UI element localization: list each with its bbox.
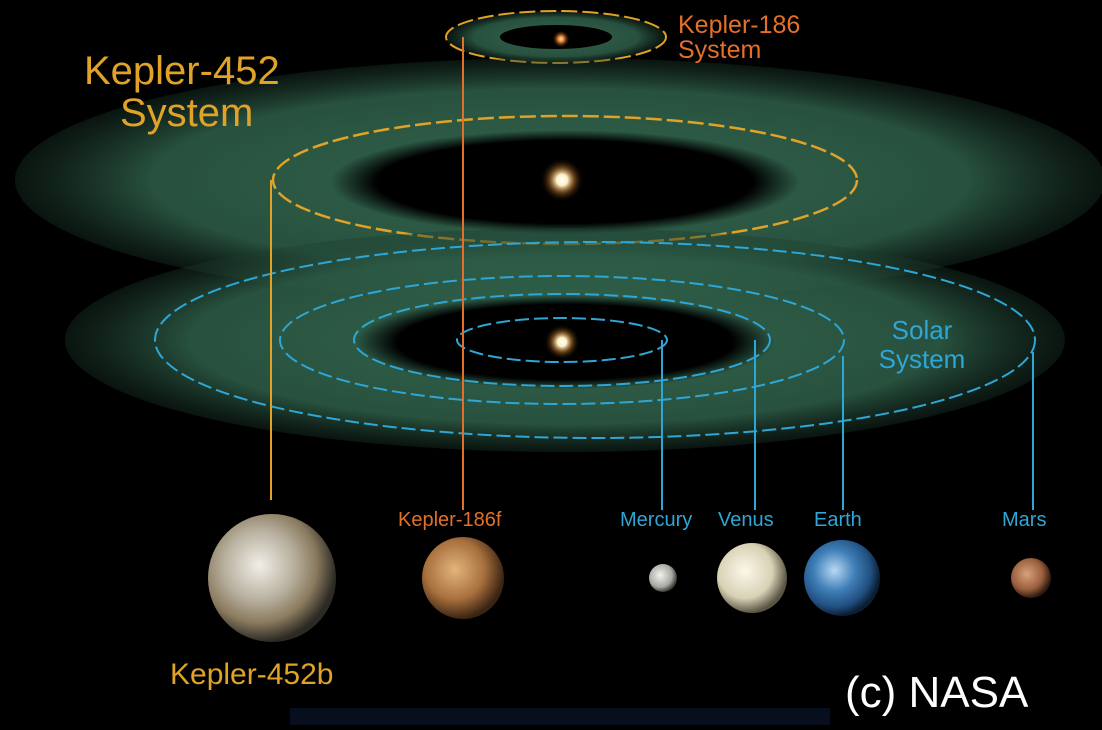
solar-system-disc: [65, 228, 1065, 452]
solar-title-line1: Solar: [891, 315, 953, 345]
credit-text: (c) NASA: [845, 668, 1029, 717]
kepler-186f-planet: [422, 537, 504, 619]
sun: [544, 324, 580, 360]
earth-orbit: [279, 275, 845, 405]
kepler-186f-label: Kepler-186f: [398, 509, 502, 531]
kepler-452-star: [540, 158, 584, 202]
earth-label: Earth: [814, 509, 862, 531]
mercury-label: Mercury: [620, 509, 693, 531]
kepler-186-title-line1: Kepler-186: [678, 11, 801, 39]
kepler-186-system-disc: [445, 10, 667, 64]
mercury-planet: [649, 564, 677, 592]
solar-system-title: Solar System: [872, 316, 972, 374]
kepler-452-system-title: Kepler-452 System: [84, 50, 280, 134]
venus-label: Venus: [718, 509, 774, 531]
kepler-186-title-line2: System: [678, 36, 762, 64]
kepler-452-title-line2: System: [120, 91, 254, 135]
kepler-452b-planet: [208, 514, 336, 642]
solar-title-line2: System: [878, 344, 966, 374]
mars-orbit: [154, 241, 1036, 439]
connector-lines: [270, 37, 1034, 510]
mercury-orbit: [456, 317, 668, 363]
kepler-186-system-title: Kepler-186 System: [678, 13, 800, 63]
bottom-band: [290, 708, 830, 725]
earth-planet: [804, 540, 880, 616]
kepler-186-star: [552, 30, 570, 48]
kepler-452-title-line1: Kepler-452: [84, 49, 280, 93]
venus-orbit: [353, 293, 771, 387]
kepler-452b-label: Kepler-452b: [170, 658, 334, 691]
mars-planet: [1011, 558, 1051, 598]
mars-label: Mars: [1002, 509, 1047, 531]
venus-planet: [717, 543, 787, 613]
